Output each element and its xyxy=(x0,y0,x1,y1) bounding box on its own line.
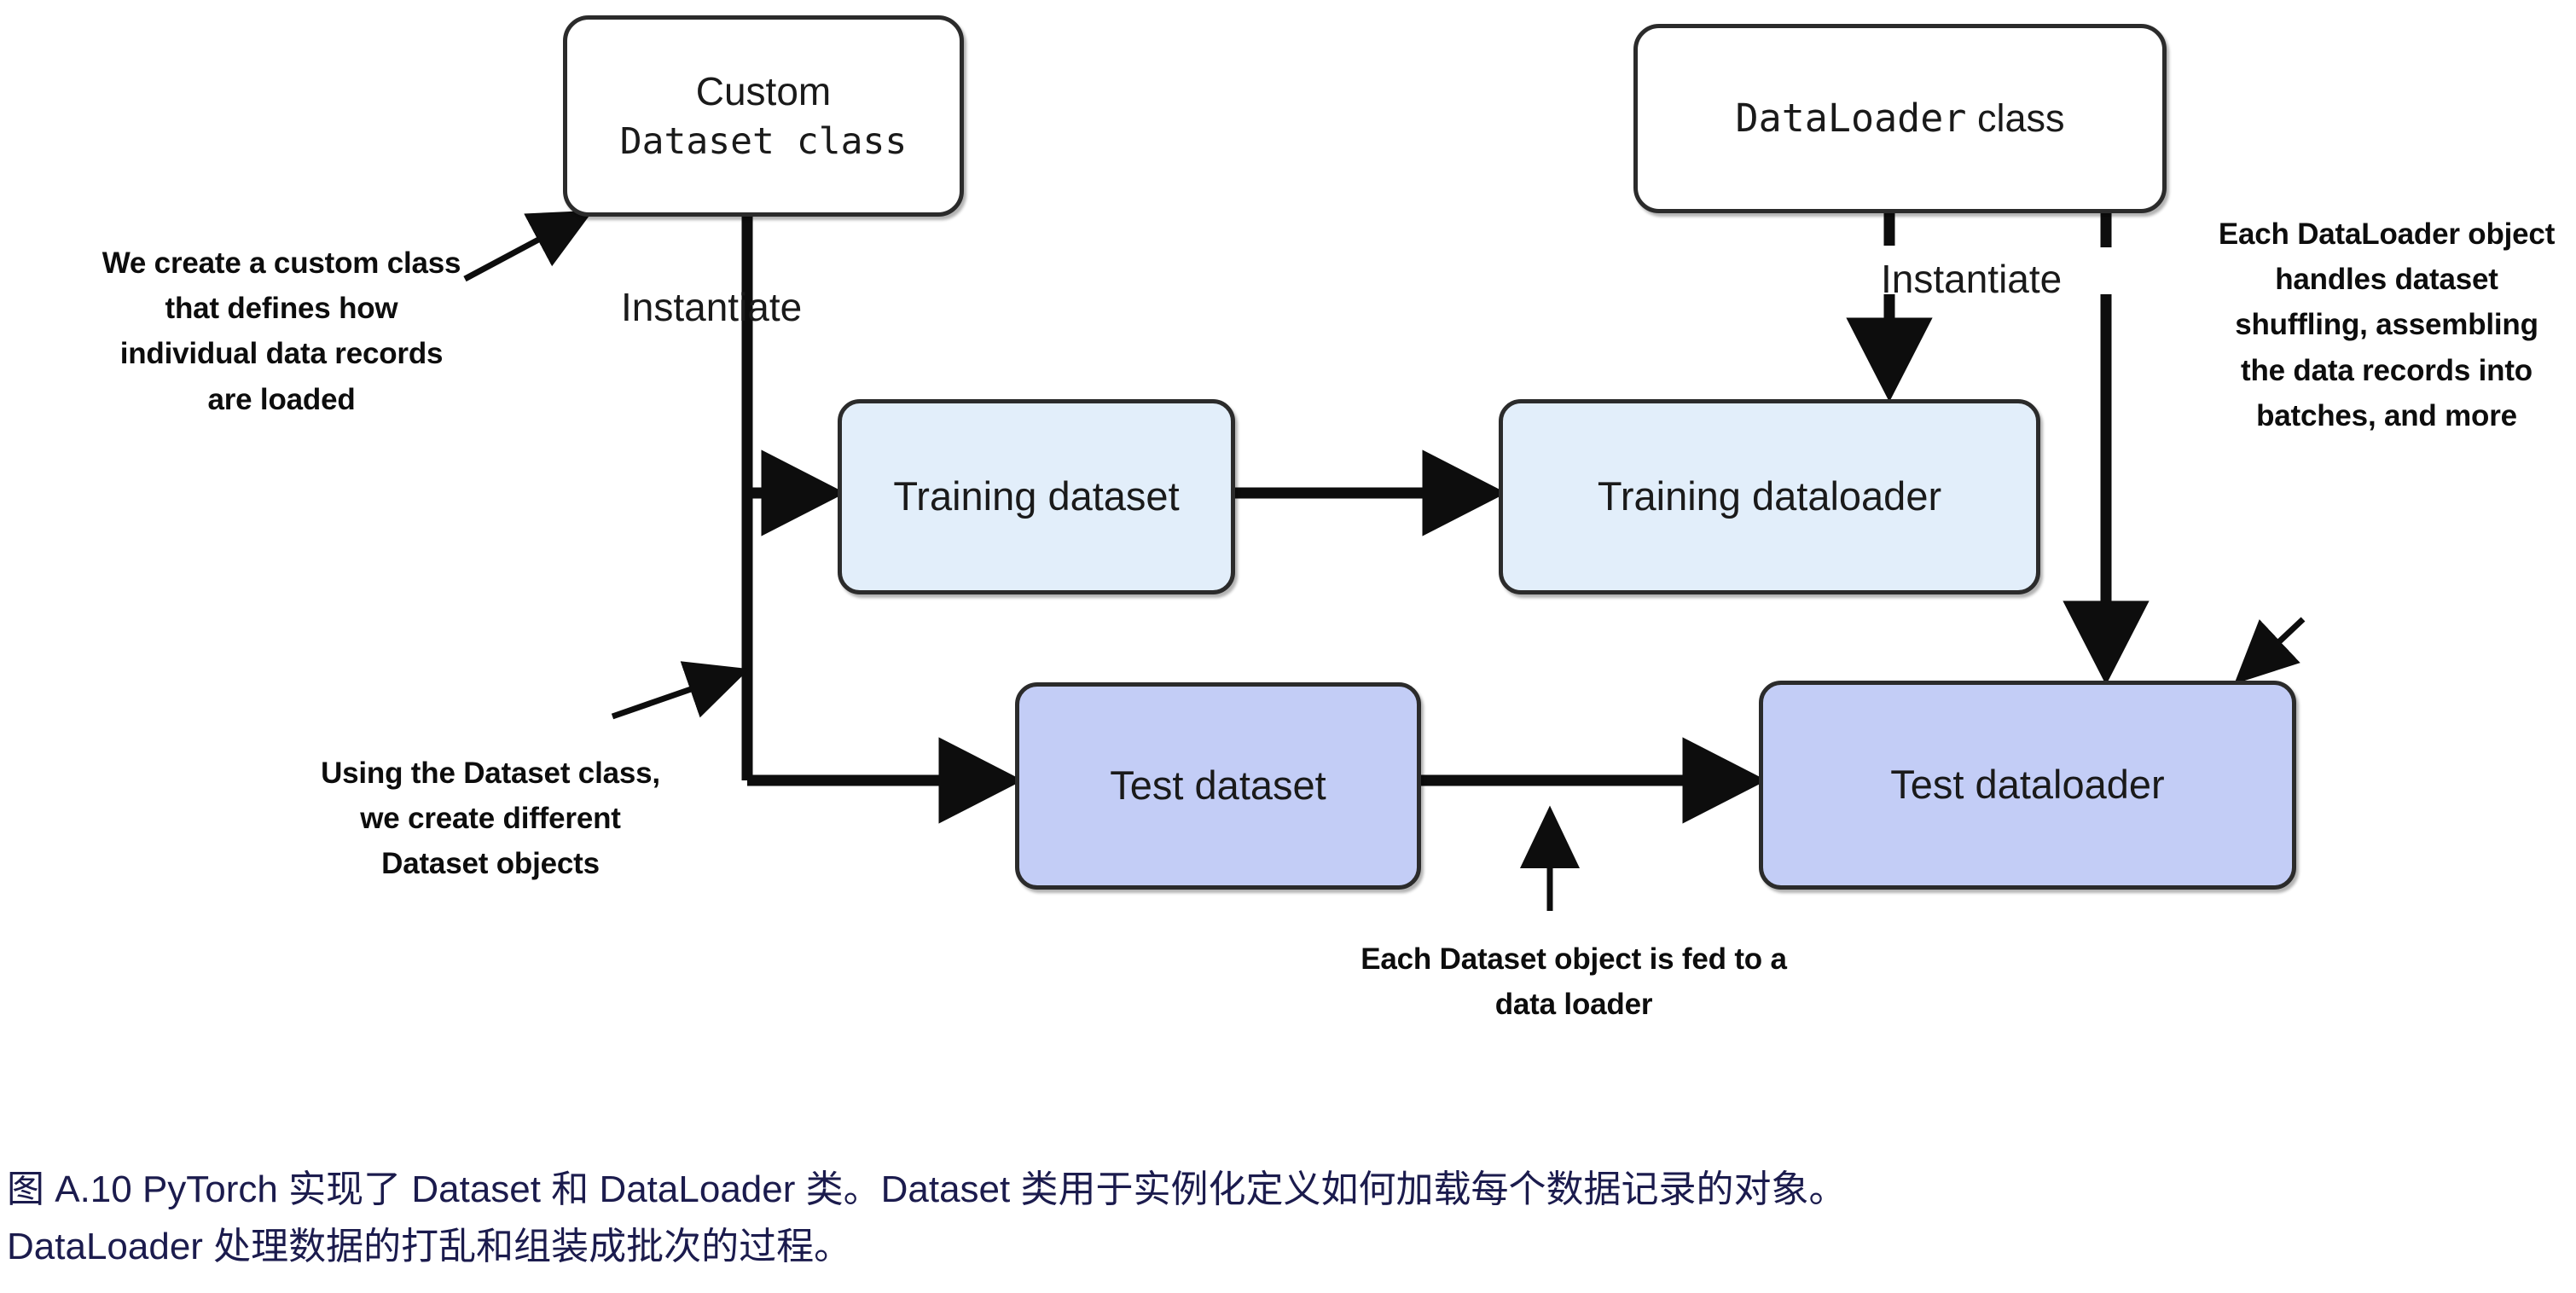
node-dataloader-class-line1: DataLoader xyxy=(1735,96,1967,142)
node-training-dataloader[interactable]: Training dataloader xyxy=(1499,399,2040,594)
node-custom-dataset-class-line1: Custom xyxy=(695,68,832,113)
node-test-dataset[interactable]: Test dataset xyxy=(1015,682,1421,890)
node-custom-dataset-class-text: Custom Dataset class xyxy=(620,67,908,165)
node-custom-dataset-class[interactable]: Custom Dataset class xyxy=(563,15,964,217)
node-dataloader-class[interactable]: DataLoader class xyxy=(1633,24,2167,213)
figure-caption-line2: DataLoader 处理数据的打乱和组装成批次的过程。 xyxy=(7,1225,852,1267)
node-dataloader-class-text: DataLoader class xyxy=(1736,95,2065,142)
node-training-dataset-label: Training dataset xyxy=(893,473,1180,519)
annotation-pointer-we-create xyxy=(463,210,594,282)
edge-label-instantiate-right: Instantiate xyxy=(1881,257,2063,301)
annotation-we-create-custom-class: We create a custom class that defines ho… xyxy=(102,246,461,416)
node-test-dataloader[interactable]: Test dataloader xyxy=(1759,681,2296,890)
figure-caption-line1: 图 A.10 PyTorch 实现了 Dataset 和 DataLoader … xyxy=(7,1168,1847,1210)
node-test-dataset-label: Test dataset xyxy=(1110,762,1326,809)
annotation-pointer-each-dataloader xyxy=(2234,617,2306,684)
figure-caption: 图 A.10 PyTorch 实现了 Dataset 和 DataLoader … xyxy=(7,1162,2532,1276)
annotation-pointer-using-dataset xyxy=(611,661,750,720)
node-dataloader-class-line2: class xyxy=(1966,96,2065,141)
edge-label-instantiate-left: Instantiate xyxy=(621,285,803,329)
annotation-each-dataset-object: Each Dataset object is fed to a data loa… xyxy=(1361,942,1787,1022)
annotation-each-dataloader-object: Each DataLoader object handles dataset s… xyxy=(2218,217,2556,432)
node-custom-dataset-class-line2: Dataset class xyxy=(619,119,908,163)
annotation-using-dataset-class: Using the Dataset class, we create diffe… xyxy=(321,757,660,881)
node-training-dataloader-label: Training dataloader xyxy=(1597,473,1942,519)
node-test-dataloader-label: Test dataloader xyxy=(1890,762,2165,808)
node-training-dataset[interactable]: Training dataset xyxy=(838,399,1235,594)
